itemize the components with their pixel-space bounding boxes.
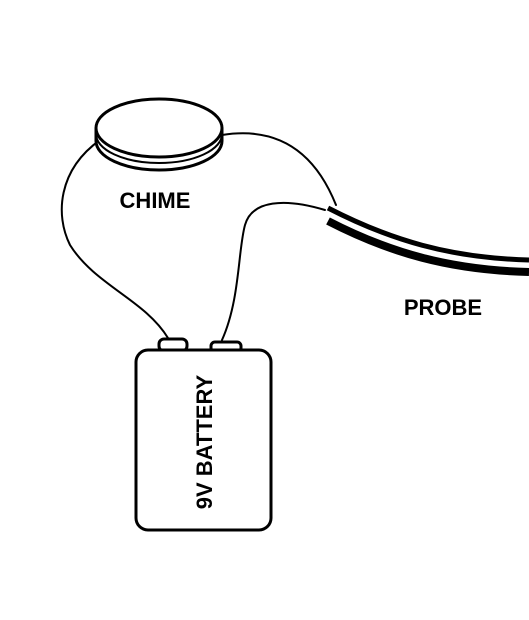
probe-cable bbox=[326, 205, 529, 276]
probe-label: PROBE bbox=[404, 295, 482, 320]
wire-battery-to-probe bbox=[221, 201, 326, 341]
wire-chime-to-battery bbox=[60, 139, 169, 339]
battery-body bbox=[134, 348, 273, 532]
chime-label: CHIME bbox=[120, 188, 191, 213]
chime-device bbox=[94, 97, 224, 172]
wire-chime-to-probe bbox=[221, 132, 337, 206]
battery-label: 9V BATTERY bbox=[192, 374, 217, 509]
